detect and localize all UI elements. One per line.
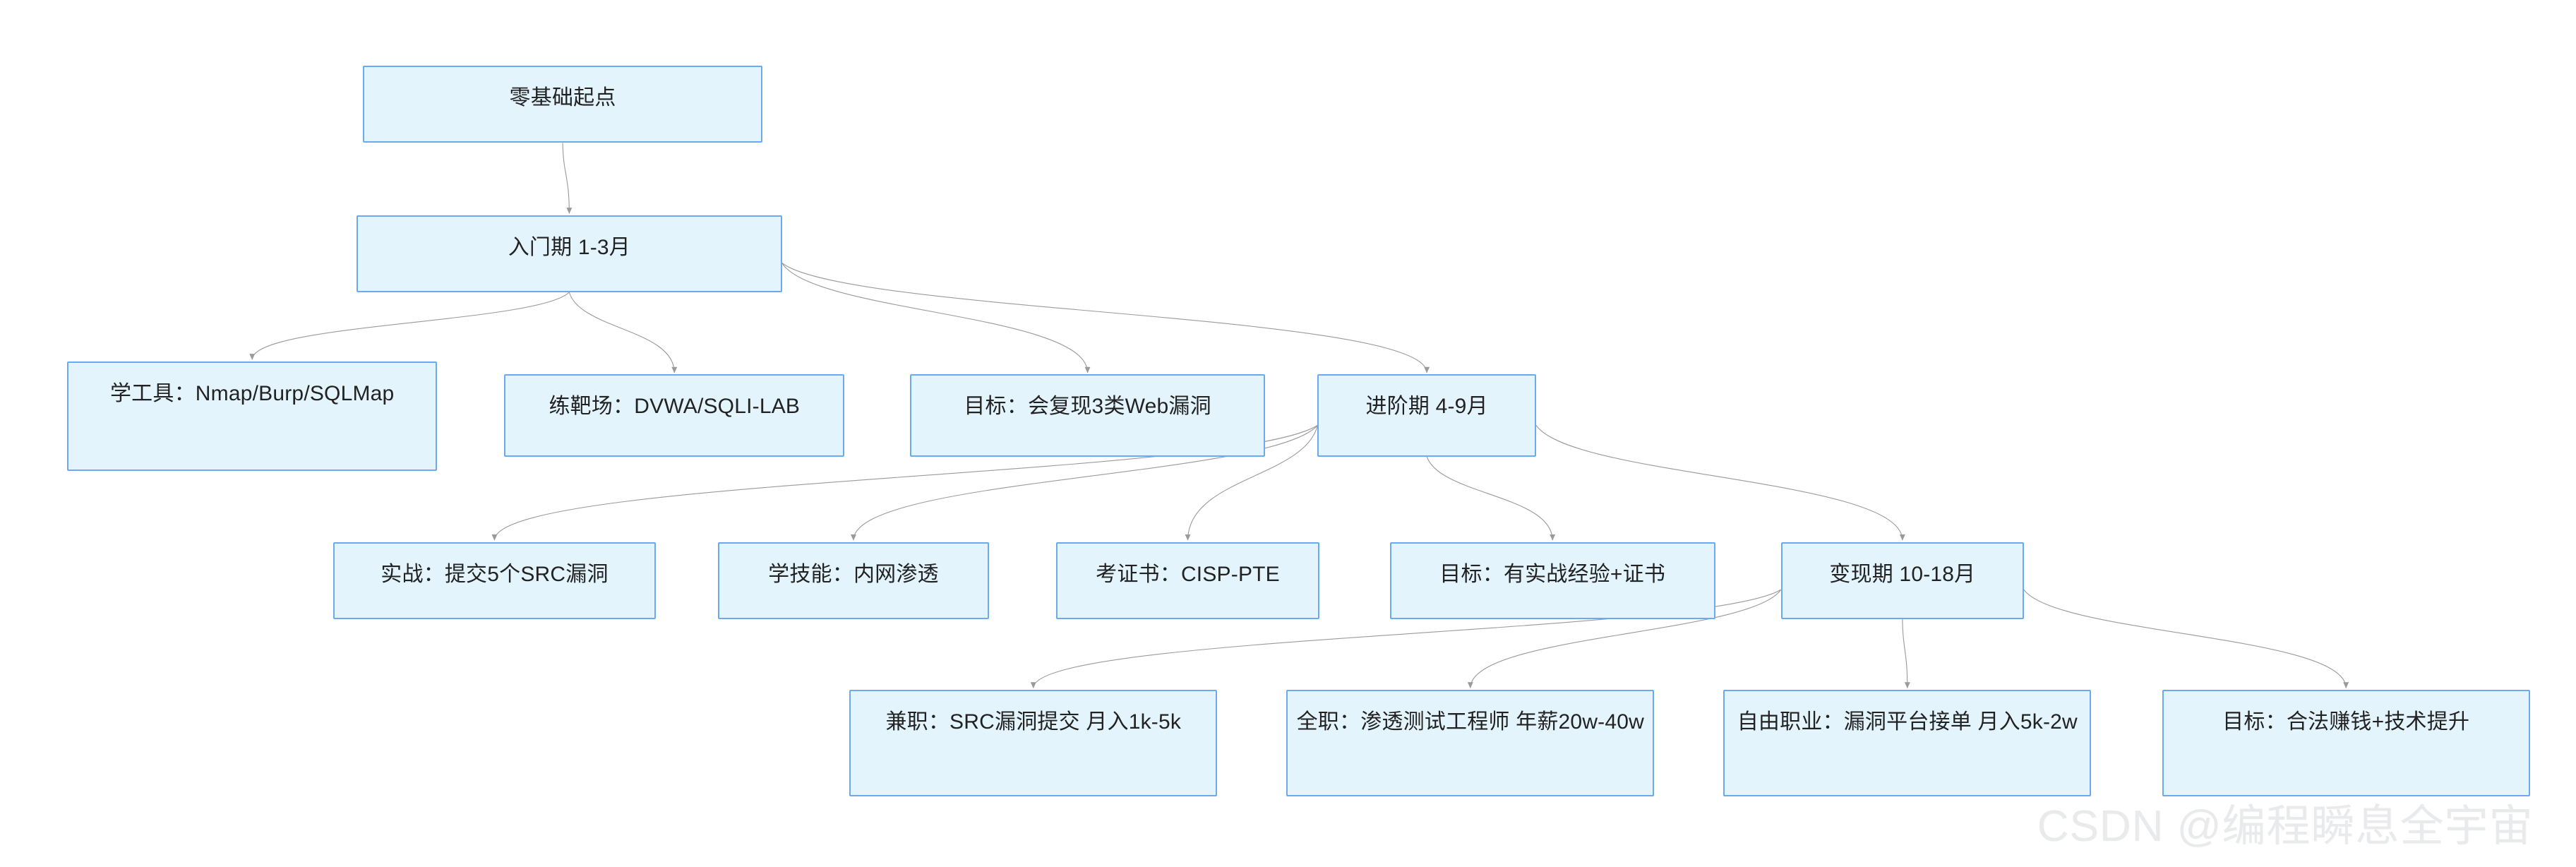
node-tools[interactable]: 学工具：Nmap/Burp/SQLMap bbox=[67, 361, 438, 472]
edge-stage1-to-goal1 bbox=[782, 263, 1094, 374]
edge-stage3-to-goal3 bbox=[2024, 590, 2353, 689]
node-label: 目标：有实战经验+证书 bbox=[1439, 562, 1666, 586]
node-label: 全职：渗透测试工程师 年薪20w-40w bbox=[1296, 710, 1645, 734]
node-stage1[interactable]: 入门期 1-3月 bbox=[356, 215, 782, 292]
node-range[interactable]: 练靶场：DVWA/SQLI-LAB bbox=[504, 374, 845, 457]
node-label: 变现期 10-18月 bbox=[1829, 562, 1976, 586]
node-label: 零基础起点 bbox=[509, 86, 616, 110]
node-label: 目标：会复现3类Web漏洞 bbox=[964, 395, 1211, 419]
node-skills[interactable]: 学技能：内网渗透 bbox=[717, 542, 989, 619]
csdn-watermark: CSDN @编程瞬息全宇宙 bbox=[2037, 801, 2534, 851]
node-label: 学技能：内网渗透 bbox=[768, 562, 939, 586]
node-label: 目标：合法赚钱+技术提升 bbox=[2222, 710, 2470, 734]
edge-stage2-to-goal2 bbox=[1427, 457, 1559, 542]
node-label: 练靶场：DVWA/SQLI-LAB bbox=[549, 395, 801, 419]
edge-stage1-to-range bbox=[569, 292, 681, 374]
node-practice[interactable]: 实战：提交5个SRC漏洞 bbox=[333, 542, 656, 619]
node-fulltime[interactable]: 全职：渗透测试工程师 年薪20w-40w bbox=[1286, 689, 1655, 796]
node-label: 学工具：Nmap/Burp/SQLMap bbox=[109, 381, 395, 405]
node-label: 考证书：CISP-PTE bbox=[1096, 562, 1280, 586]
node-label: 兼职：SRC漏洞提交 月入1k-5k bbox=[885, 710, 1182, 734]
node-label: 自由职业：漏洞平台接单 月入5k-2w bbox=[1737, 710, 2078, 734]
edge-start-to-stage1 bbox=[563, 143, 576, 215]
node-cert[interactable]: 考证书：CISP-PTE bbox=[1056, 542, 1319, 619]
edge-stage3-to-freelance bbox=[1900, 619, 1915, 689]
node-label: 入门期 1-3月 bbox=[508, 235, 630, 259]
node-goal1[interactable]: 目标：会复现3类Web漏洞 bbox=[910, 374, 1265, 457]
node-start[interactable]: 零基础起点 bbox=[363, 66, 762, 143]
edge-stage1-to-tools bbox=[246, 292, 569, 361]
node-label: 实战：提交5个SRC漏洞 bbox=[381, 562, 609, 586]
node-parttime[interactable]: 兼职：SRC漏洞提交 月入1k-5k bbox=[849, 689, 1218, 796]
node-freelance[interactable]: 自由职业：漏洞平台接单 月入5k-2w bbox=[1723, 689, 2092, 796]
node-goal3[interactable]: 目标：合法赚钱+技术提升 bbox=[2162, 689, 2530, 796]
node-stage2[interactable]: 进阶期 4-9月 bbox=[1317, 374, 1536, 457]
node-stage3[interactable]: 变现期 10-18月 bbox=[1780, 542, 2025, 619]
edge-stage1-to-stage2 bbox=[782, 263, 1434, 374]
node-goal2[interactable]: 目标：有实战经验+证书 bbox=[1389, 542, 1715, 619]
edge-stage2-to-stage3 bbox=[1536, 425, 1909, 542]
node-label: 进阶期 4-9月 bbox=[1365, 395, 1488, 419]
